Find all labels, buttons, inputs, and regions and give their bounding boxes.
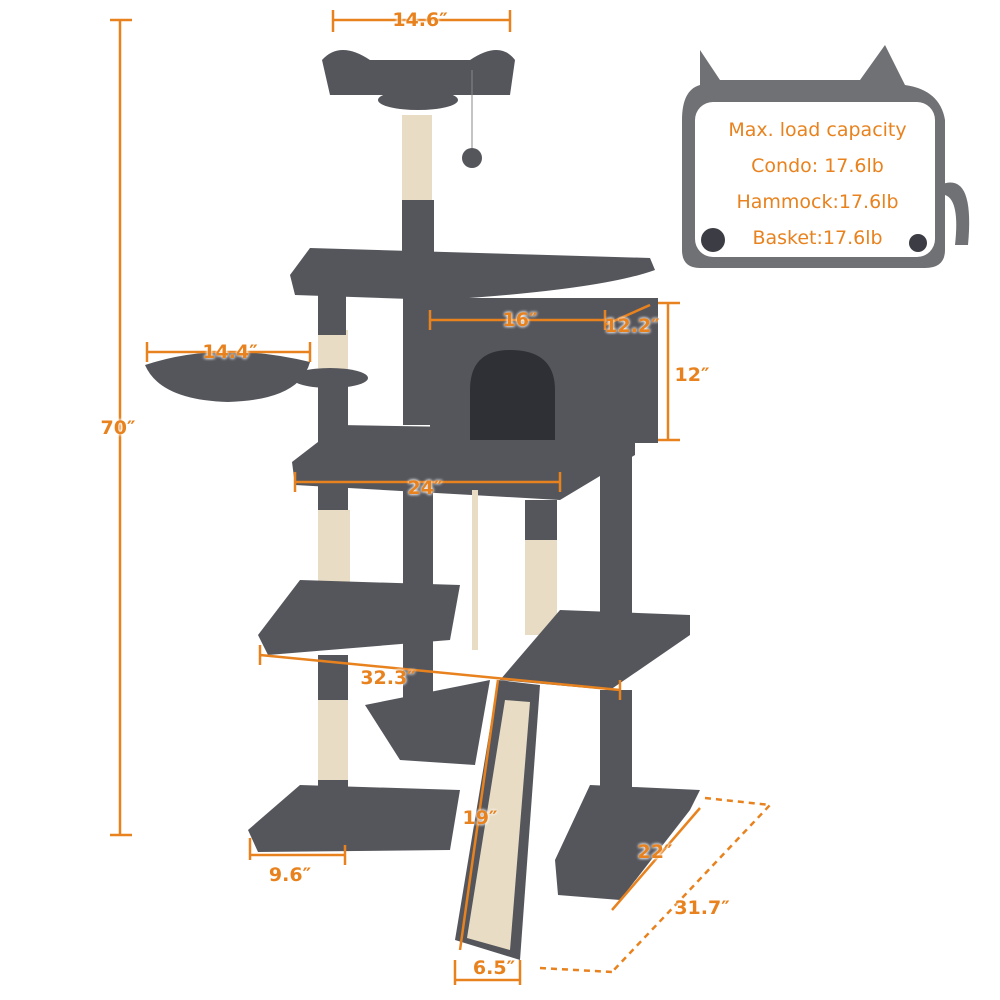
load-capacity-card: Max. load capacity Condo: 17.6lb Hammock… <box>690 112 945 256</box>
dim-ramp-width: 6.5″ <box>472 957 516 979</box>
cat-load-card-frame <box>682 45 970 268</box>
dim-basket: 14.4″ <box>202 341 258 363</box>
dim-base-left: 9.6″ <box>268 864 312 886</box>
dim-ramp-length: 19″ <box>462 807 498 829</box>
dim-top-perch: 14.6″ <box>392 9 448 31</box>
load-title: Max. load capacity <box>728 119 907 141</box>
sisal-posts <box>318 115 557 780</box>
dim-middle-platform: 24″ <box>407 477 443 499</box>
plush-parts <box>145 50 700 960</box>
dimension-lines <box>110 10 773 985</box>
dim-condo-width: 16″ <box>502 309 538 331</box>
dim-total-height: 70″ <box>100 417 136 439</box>
dim-condo-depth: 12.2″ <box>604 315 660 337</box>
load-basket: Basket:17.6lb <box>752 227 883 249</box>
load-hammock: Hammock:17.6lb <box>736 191 899 213</box>
load-condo: Condo: 17.6lb <box>751 155 884 177</box>
dim-condo-height: 12″ <box>674 364 710 386</box>
dim-lower-span: 32.3″ <box>360 667 416 689</box>
dim-overall-depth: 31.7″ <box>674 897 730 919</box>
dim-base-right: 22″ <box>637 841 673 863</box>
